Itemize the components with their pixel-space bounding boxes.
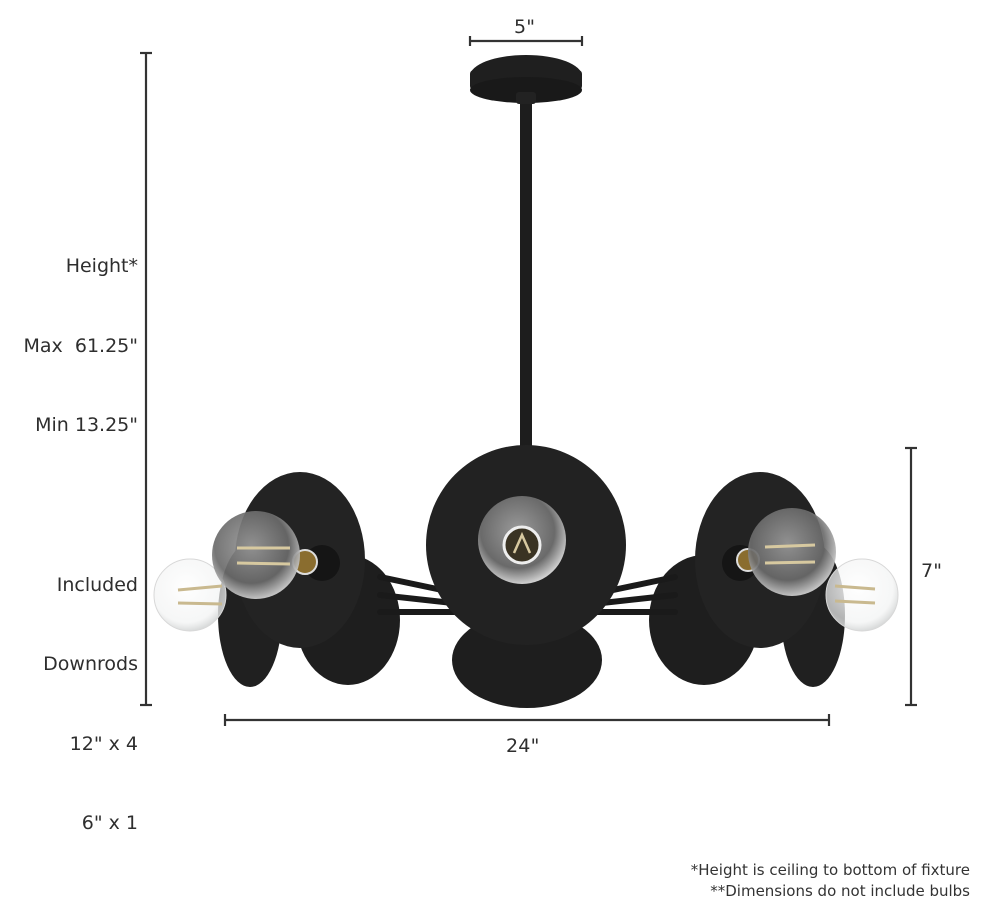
bulb xyxy=(748,508,836,596)
downrod-item-1: 12" x 4 xyxy=(69,732,138,755)
right-main-shade xyxy=(695,472,836,648)
center-shade xyxy=(426,445,626,645)
left-main-shade xyxy=(212,472,365,648)
bulb xyxy=(153,558,227,632)
fixture-height-label: 7" xyxy=(921,560,943,582)
downrod-item-2: 6" x 1 xyxy=(81,812,138,834)
canopy-width-dimension xyxy=(468,36,584,46)
height-max: Max 61.25" xyxy=(23,334,139,357)
height-and-downrod-specs: Height* Max 61.25" Min 13.25" Included D… xyxy=(24,200,139,863)
canopy xyxy=(470,55,582,103)
footnote-bulbs: **Dimensions do not include bulbs xyxy=(710,882,970,900)
height-min: Min 13.25" xyxy=(35,414,138,436)
downrod-title-line2: Downrods xyxy=(43,653,138,675)
canopy-width-label: 5" xyxy=(514,16,536,38)
bulb xyxy=(212,511,300,599)
bulb xyxy=(825,558,899,632)
overall-height-dimension xyxy=(140,51,152,707)
footnotes: *Height is ceiling to bottom of fixture … xyxy=(691,860,970,902)
footnote-height: *Height is ceiling to bottom of fixture xyxy=(690,861,970,879)
height-title: Height* xyxy=(65,255,138,277)
fixture-width-dimension xyxy=(223,714,831,726)
downrod xyxy=(520,92,532,452)
fixture-height-dimension xyxy=(905,446,917,707)
fixture-width-label: 24" xyxy=(506,735,540,757)
downrod-title-line1: Included xyxy=(56,573,138,596)
